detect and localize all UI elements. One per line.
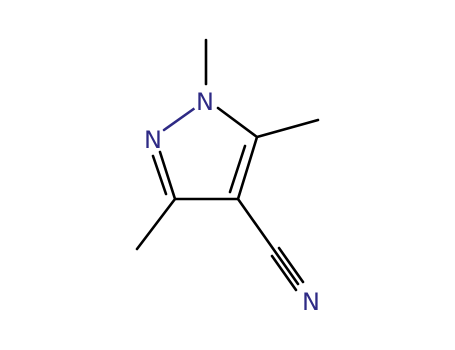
n1-c5-bond	[216, 106, 259, 139]
c5-c4-inner-bond	[228, 144, 247, 194]
n2-atom-label: N	[144, 126, 162, 154]
nitrile-bond-center	[236, 197, 300, 286]
n1-atom-label: N	[196, 88, 214, 116]
nitrile-n-atom-background	[298, 288, 324, 314]
nitrile-n-atom-label: N	[302, 288, 320, 316]
c3-methyl-bond	[135, 197, 177, 251]
n2-atom-background	[140, 126, 166, 152]
nitrile-bond-side-a	[270, 254, 298, 292]
c3-n2-inner-bond	[151, 154, 168, 196]
n2-n1-bond	[162, 106, 197, 132]
c3-n2-bond	[158, 150, 177, 201]
c5-c4-bond	[236, 135, 259, 201]
c5-methyl-bond	[255, 118, 320, 139]
n1-atom-background	[192, 88, 218, 114]
nitrile-bond-side-b	[277, 246, 305, 284]
